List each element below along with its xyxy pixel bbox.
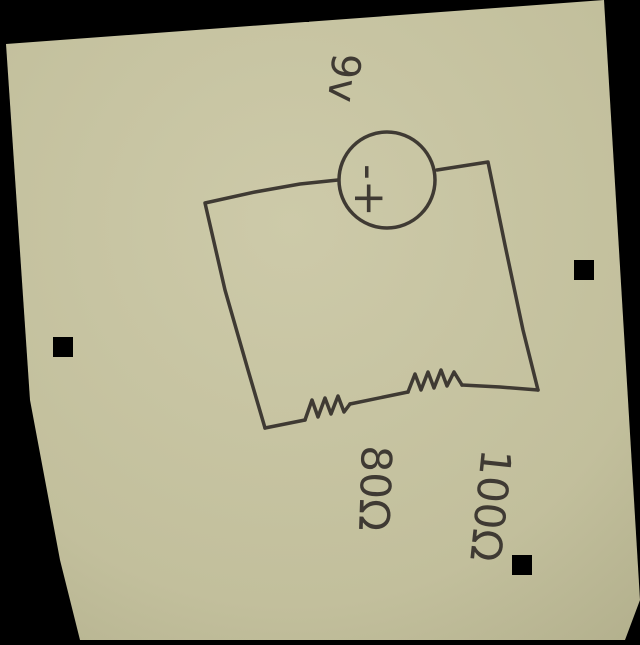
marker-square [53,337,73,357]
wire-bottom [263,418,307,430]
circuit-diagram [203,130,540,430]
resistor-icon [406,368,464,394]
marker-square [291,4,309,22]
resistor-icon [303,394,352,422]
resistor-2-value-label: 100Ω [460,447,520,564]
marker-square [574,260,594,280]
wire-left [203,178,340,430]
wire-right [435,160,540,392]
source-voltage-label: 9v [318,51,369,105]
paper-sheet [6,0,640,640]
source-polarity-symbol: -+ [344,164,395,217]
resistor-1-value-label: 80Ω [349,445,401,532]
marker-square [357,0,375,12]
wire-bottom-right [460,383,540,392]
wire-middle [348,390,410,406]
marker-square [512,555,532,575]
voltage-source-icon [337,130,437,230]
